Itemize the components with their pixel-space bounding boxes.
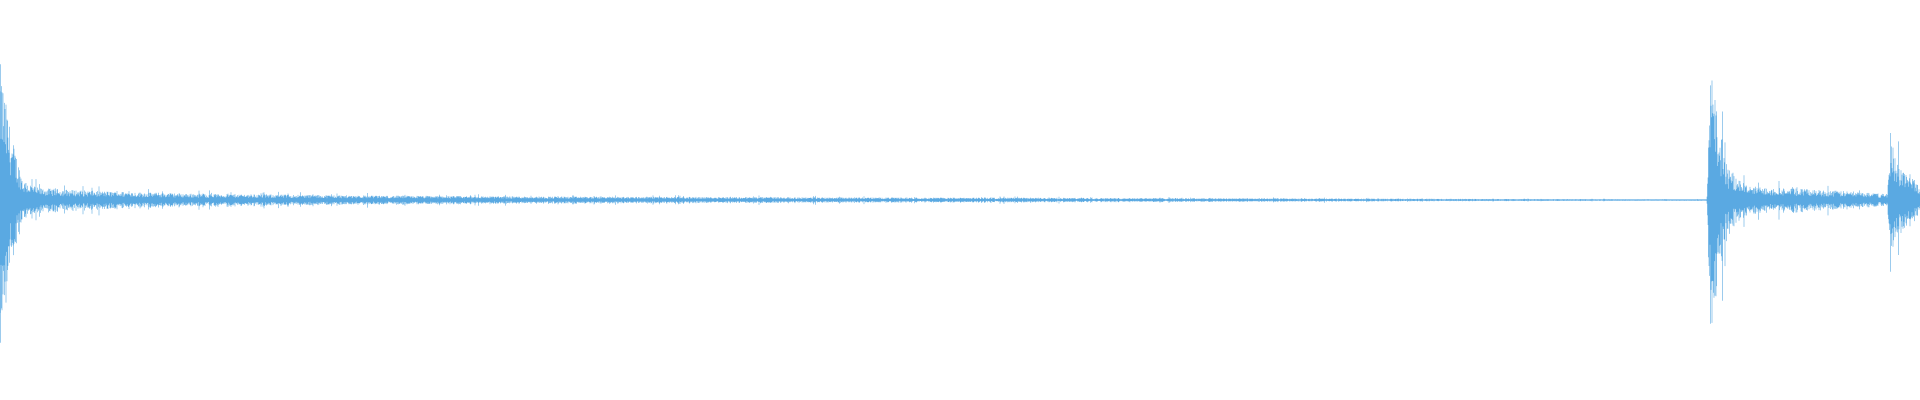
waveform-trace (0, 64, 1920, 343)
waveform-samples (0, 64, 1920, 343)
